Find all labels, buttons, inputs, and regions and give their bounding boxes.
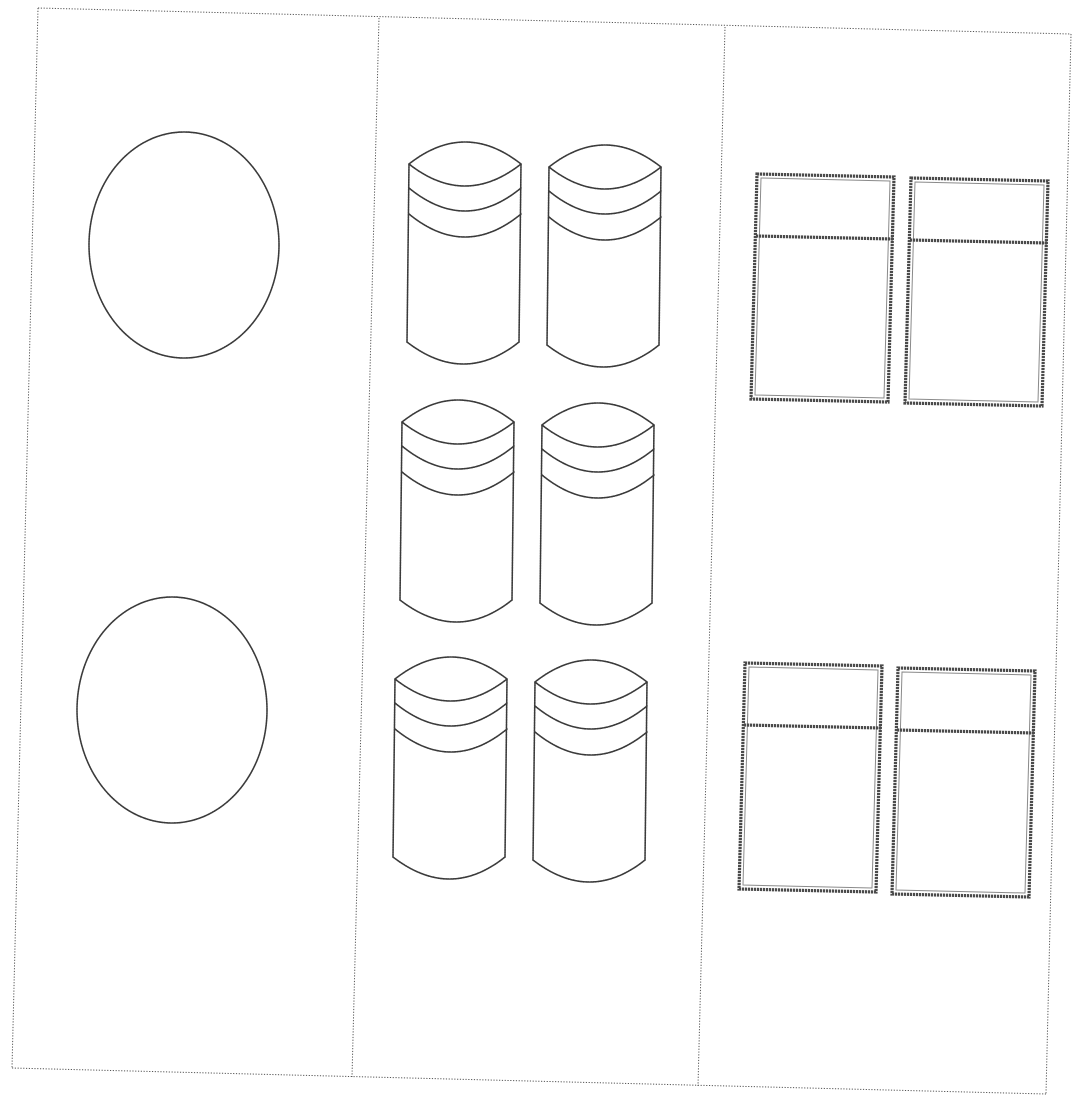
rectangle-outline: [892, 668, 1035, 897]
cylinder-side: [407, 164, 409, 342]
rectangle-outline: [751, 174, 894, 402]
cylinder-side: [652, 425, 654, 603]
middle-panel: [393, 142, 661, 882]
header-rectangle: [751, 174, 894, 402]
cylinder-side: [400, 422, 402, 600]
cylinder-bottom: [540, 603, 652, 625]
cylinder-bottom: [400, 600, 512, 622]
cylinder-top: [542, 403, 654, 447]
left-panel: [77, 132, 279, 823]
rectangle-inner-outline: [909, 182, 1044, 402]
cylinder-top: [535, 660, 647, 704]
cylinder-band: [402, 472, 514, 495]
cylinder-band: [409, 188, 521, 211]
cylinder-top: [395, 657, 507, 701]
cylinder-top: [402, 400, 514, 444]
cylinder-band: [395, 729, 507, 752]
cylinder-band: [549, 191, 661, 214]
rectangle-inner-outline: [743, 667, 878, 888]
rectangle-outline: [739, 663, 882, 892]
panel-dividers: [352, 18, 725, 1086]
ellipse-bottom: [77, 597, 267, 823]
cylinder-side: [519, 164, 521, 342]
divider-middle-right: [698, 27, 725, 1086]
cylinder: [540, 403, 654, 625]
divider-left-middle: [352, 18, 379, 1077]
rectangle-header-line: [744, 725, 881, 728]
cylinder-side: [659, 167, 661, 345]
rectangle-header-line: [897, 730, 1034, 733]
cylinder: [400, 400, 514, 622]
cylinder-side: [645, 682, 647, 860]
cylinder-band: [535, 732, 647, 755]
cylinder-band: [409, 214, 521, 237]
cylinder-top: [549, 145, 661, 189]
cylinder-side: [512, 422, 514, 600]
cylinder-side: [547, 167, 549, 345]
cylinder-band: [395, 703, 507, 726]
outer-border: [12, 8, 1071, 1094]
cylinder: [547, 145, 661, 367]
cylinder-bottom: [407, 342, 519, 364]
header-rectangle: [905, 178, 1048, 406]
header-rectangle: [892, 668, 1035, 897]
cylinder-band: [535, 706, 647, 729]
cylinder-side: [533, 682, 535, 860]
cylinder-bottom: [393, 857, 505, 879]
rectangle-header-line: [756, 236, 893, 239]
cylinder-bottom: [533, 860, 645, 882]
rectangle-outline: [905, 178, 1048, 406]
ellipse-top: [89, 132, 279, 358]
rectangle-header-line: [910, 240, 1047, 243]
cylinder-side: [540, 425, 542, 603]
cylinder-band: [402, 446, 514, 469]
cylinder: [407, 142, 521, 364]
cylinder-band: [542, 449, 654, 472]
rectangle-inner-outline: [755, 178, 890, 398]
cylinder: [533, 660, 647, 882]
cylinder: [393, 657, 507, 879]
cylinder-bottom: [547, 345, 659, 367]
right-panel: [739, 174, 1048, 897]
cylinder-band: [549, 217, 661, 240]
cylinder-side: [393, 679, 395, 857]
cylinder-band: [542, 475, 654, 498]
rectangle-inner-outline: [896, 672, 1031, 893]
header-rectangle: [739, 663, 882, 892]
cylinder-side: [505, 679, 507, 857]
cylinder-top: [409, 142, 521, 186]
